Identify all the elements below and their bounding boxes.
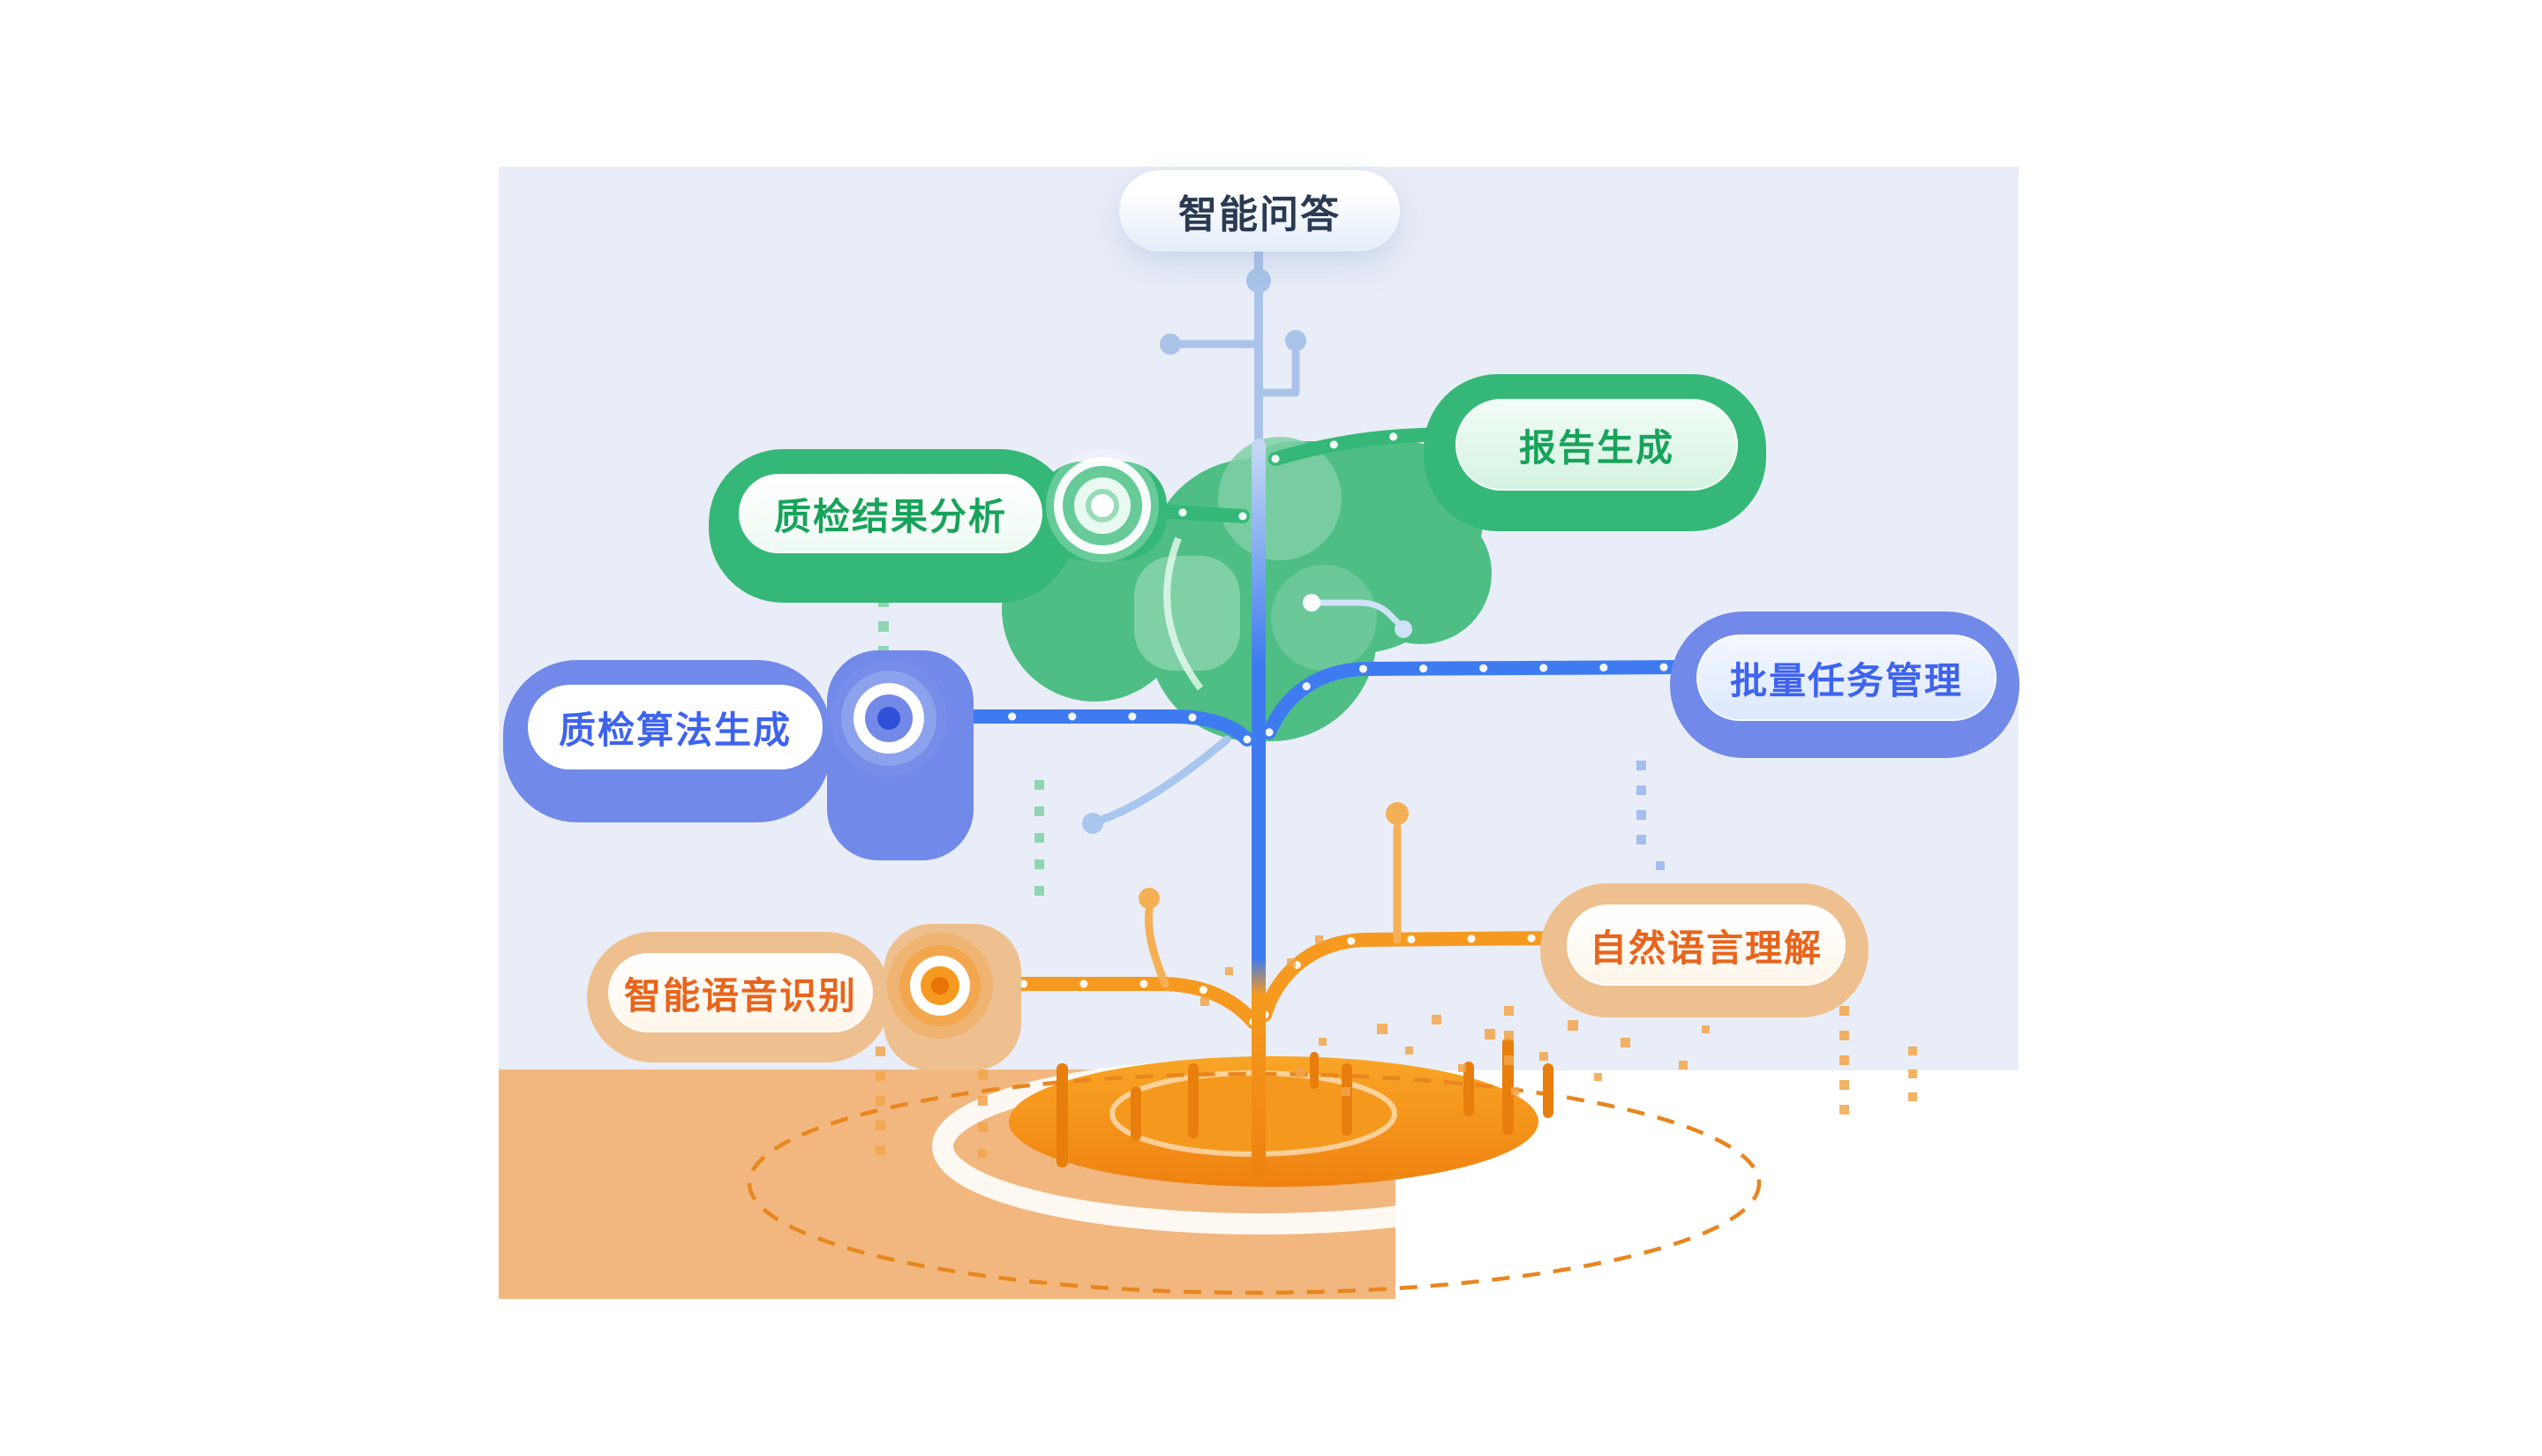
node-batch-task-management: 批量任务管理 — [1670, 612, 2019, 758]
orange-junction-blob — [884, 924, 1021, 1070]
node-qc-algorithm-generation: 质检算法生成 — [503, 660, 831, 822]
node-intelligent-speech-recognition-label: 智能语音识别 — [608, 953, 873, 1032]
node-natural-language-understanding-label: 自然语言理解 — [1567, 904, 1846, 986]
node-batch-task-management-label: 批量任务管理 — [1696, 634, 1997, 721]
node-intelligent-speech-recognition: 智能语音识别 — [587, 932, 891, 1062]
blue-junction-blob — [827, 650, 974, 860]
node-report-generation-label: 报告生成 — [1455, 399, 1738, 491]
ground-block — [499, 1069, 1395, 1299]
node-natural-language-understanding: 自然语言理解 — [1540, 883, 1869, 1017]
node-report-generation: 报告生成 — [1424, 374, 1766, 531]
node-qc-algorithm-generation-label: 质检算法生成 — [528, 685, 823, 769]
node-qc-result-analysis: 质检结果分析 — [709, 449, 1074, 603]
node-qc-result-analysis-label: 质检结果分析 — [739, 474, 1042, 553]
node-smart-qa: 智能问答 — [1119, 170, 1400, 251]
